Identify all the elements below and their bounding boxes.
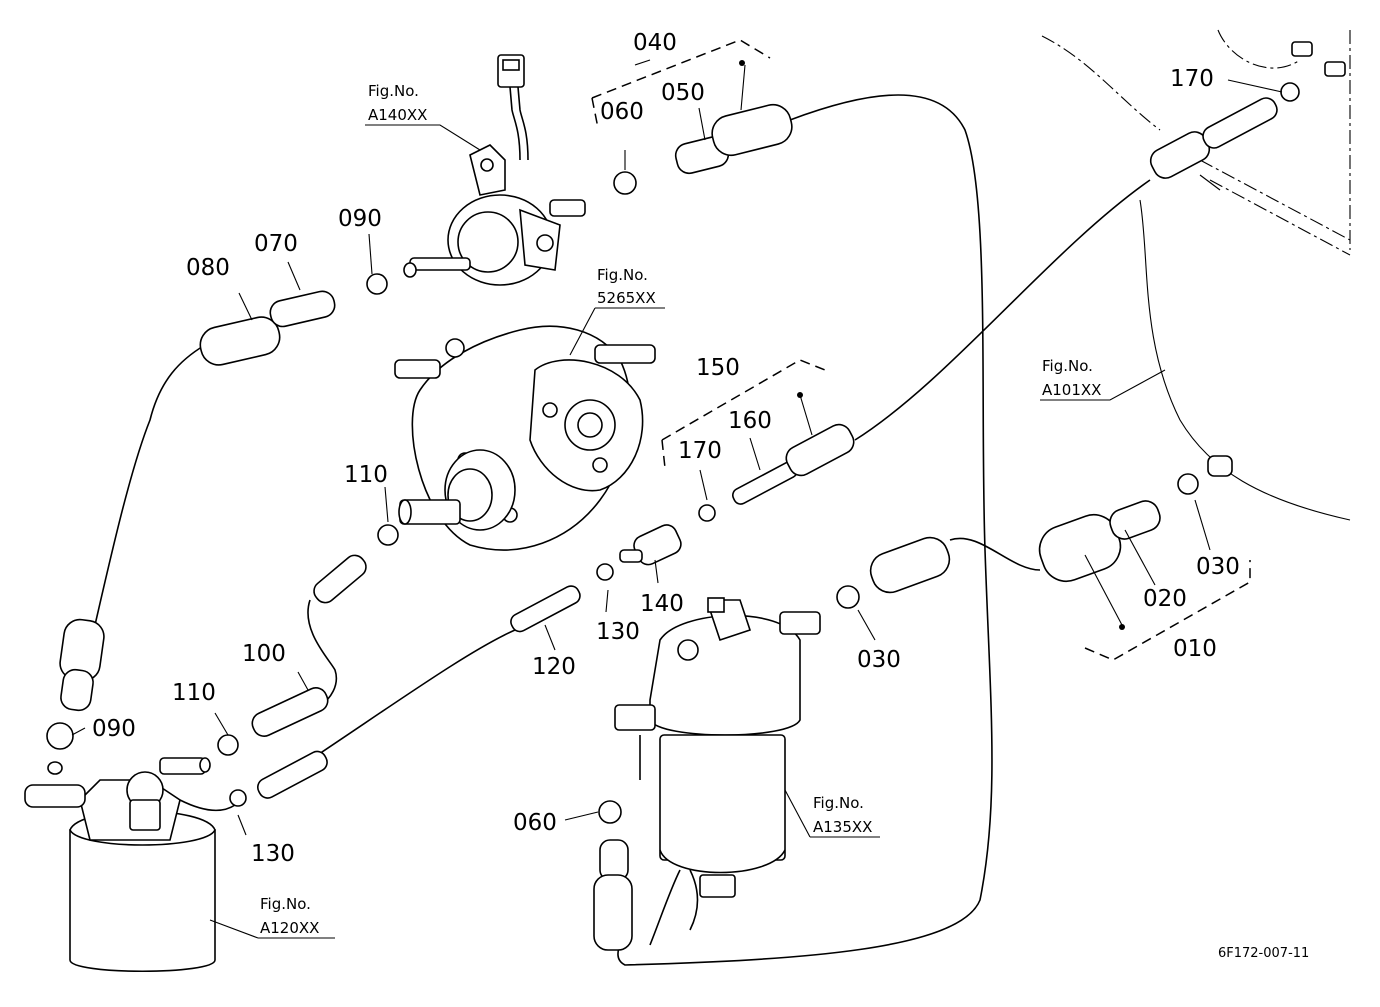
label-030-center: 030 <box>857 647 901 673</box>
label-020: 020 <box>1143 586 1187 612</box>
label-120: 120 <box>532 654 576 680</box>
fig-ref-a135-code: A135XX <box>813 818 872 836</box>
label-050: 050 <box>661 80 705 106</box>
fig-ref-a140-title: Fig.No. <box>368 82 419 100</box>
label-090-lower: 090 <box>92 716 136 742</box>
fuel-filter <box>614 597 821 946</box>
label-110-lower: 110 <box>172 680 216 706</box>
kit-brackets <box>591 39 1251 661</box>
label-010: 010 <box>1173 636 1217 662</box>
reference-dots <box>739 60 1125 630</box>
label-170-lower: 170 <box>678 438 722 464</box>
label-090-upper: 090 <box>338 206 382 232</box>
label-040: 040 <box>633 30 677 56</box>
label-160: 160 <box>728 408 772 434</box>
fig-ref-a101-code: A101XX <box>1042 381 1101 399</box>
hose-parts <box>46 41 1346 951</box>
figure-references: Fig.No. A140XX Fig.No. 5265XX Fig.No. A1… <box>260 82 1101 937</box>
frame-outline <box>1041 29 1351 521</box>
fig-ref-a135-title: Fig.No. <box>813 794 864 812</box>
fig-ref-a120-code: A120XX <box>260 919 319 937</box>
label-060-upper: 060 <box>600 99 644 125</box>
label-130-upper: 130 <box>596 619 640 645</box>
fig-ref-5265-title: Fig.No. <box>597 266 648 284</box>
fig-ref-a101-title: Fig.No. <box>1042 357 1093 375</box>
label-060-lower: 060 <box>513 810 557 836</box>
part-labels: 040 050 060 170 090 070 080 150 160 170 … <box>92 30 1240 867</box>
fuel-lines <box>94 94 1151 966</box>
label-140: 140 <box>640 591 684 617</box>
fuel-pump <box>403 54 586 286</box>
label-170-upper: 170 <box>1170 66 1214 92</box>
drawing-code: 6F172-007-11 <box>1218 946 1309 961</box>
water-separator <box>24 757 216 973</box>
fig-ref-5265-code: 5265XX <box>597 289 656 307</box>
injection-pump <box>394 325 656 551</box>
label-100: 100 <box>242 641 286 667</box>
label-070: 070 <box>254 231 298 257</box>
label-030-right: 030 <box>1196 554 1240 580</box>
fig-ref-a140-code: A140XX <box>368 106 427 124</box>
label-150: 150 <box>696 355 740 381</box>
leader-lines <box>71 59 1283 939</box>
label-130-lower: 130 <box>251 841 295 867</box>
label-110-upper: 110 <box>344 462 388 488</box>
fig-ref-a120-title: Fig.No. <box>260 895 311 913</box>
label-080: 080 <box>186 255 230 281</box>
